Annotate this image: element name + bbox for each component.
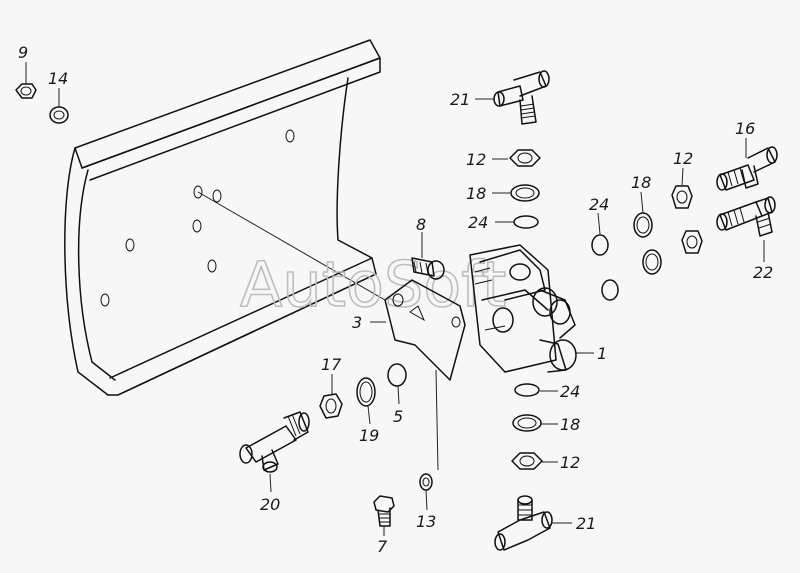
nut-part-9 [15,83,37,99]
callout-1: 1 [597,344,607,363]
oring-part-24c-side [601,279,619,301]
callout-24-a: 24 [468,213,488,232]
nut-part-12a [509,149,541,167]
mounting-bracket [64,39,386,396]
tee-fitting-part-16 [716,146,778,191]
callout-14: 14 [48,69,68,88]
nut-part-12b [671,185,703,254]
oring-part-24a [513,215,539,229]
washer-part-18a [510,184,540,202]
washer-part-13 [419,473,433,491]
callout-18-c: 18 [560,415,580,434]
callout-5: 5 [393,407,403,426]
callout-18-b: 18 [631,173,651,192]
mounting-plate-part-3 [384,279,466,471]
callout-labels: 9 14 21 12 18 24 8 3 24 18 12 16 22 1 24… [18,43,773,556]
tee-fitting-part-22 [716,196,776,237]
callout-7: 7 [377,537,388,556]
bolt-part-8 [411,257,445,280]
leader-lines [25,62,765,536]
tee-fitting-part-20 [239,411,310,473]
callout-21-bottom: 21 [576,514,596,533]
callout-16: 16 [735,119,755,138]
bolt-part-7 [373,495,395,527]
valve-assembly-part-1 [469,244,577,373]
oring-part-24-lower [514,383,540,397]
tee-fitting-21-top [493,70,550,125]
callout-17: 17 [321,355,342,374]
washer-part-18b [633,212,662,275]
callout-12-a: 12 [466,150,486,169]
callout-8: 8 [416,215,426,234]
callout-24-b: 24 [589,195,609,214]
washer-part-14 [49,106,69,124]
washer-part-18c [512,414,542,432]
watermark-text: AutoSoft [240,248,506,321]
callout-19: 19 [359,426,379,445]
washer-part-19 [356,377,376,407]
callout-9: 9 [18,43,28,62]
tee-fitting-21-bottom [494,495,553,551]
callout-12-c: 12 [560,453,580,472]
callout-21-top: 21 [450,90,470,109]
callout-3: 3 [352,313,362,332]
callout-12-b: 12 [673,149,693,168]
oring-part-5 [387,363,407,387]
oring-part-24b [591,234,609,256]
nut-part-17 [319,393,343,419]
callout-20: 20 [260,495,280,514]
callout-18-a: 18 [466,184,486,203]
nut-part-12c [511,452,543,470]
callout-24-c: 24 [560,382,580,401]
callout-13: 13 [416,512,436,531]
callout-22: 22 [753,263,773,282]
